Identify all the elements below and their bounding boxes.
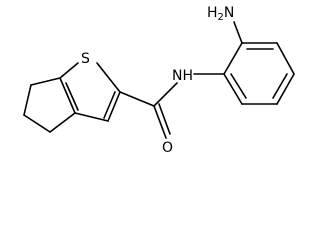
bond-bz-inner-3 [230, 73, 247, 99]
bond-c2-c3-double [103, 91, 116, 119]
atom-nh2-h: H [207, 5, 218, 21]
bond-c6a-s [59, 62, 79, 79]
bond-fused [59, 77, 76, 114]
bond-s-c2 [96, 62, 121, 93]
bond-camide-o-double [158, 103, 171, 135]
bond-c3-c3a [74, 112, 109, 122]
atom-nh2-sub: 2 [218, 12, 224, 23]
bond-cp-d [49, 112, 76, 133]
molecular-structure: H2N S NH O [23, 5, 295, 155]
atom-s: S [81, 51, 90, 67]
bond-c3a-c6a-double [65, 82, 79, 111]
atom-o: O [162, 140, 173, 155]
bond-bz-inner-2 [272, 73, 288, 99]
bond-cp-b [23, 84, 32, 116]
bond-camide-o [153, 105, 167, 139]
atom-nh: NH [172, 68, 193, 84]
bond-cp-c [23, 114, 51, 133]
bond-c2-camide [119, 91, 155, 107]
bond-cp-a [30, 77, 61, 86]
bond-camide-n [153, 82, 178, 107]
bond-c2-c3 [107, 91, 121, 122]
bond-bz-nh2 [233, 21, 243, 44]
bond-lines [23, 21, 295, 139]
bond-bz-4 [276, 73, 295, 105]
atom-nh2: H2N [207, 5, 234, 23]
bond-bz-3 [276, 42, 295, 75]
atom-labels: H2N S NH O [81, 5, 234, 155]
bond-bz-1 [223, 42, 243, 75]
bond-bz-6 [223, 73, 243, 105]
atom-nh2-n: N [224, 5, 234, 21]
